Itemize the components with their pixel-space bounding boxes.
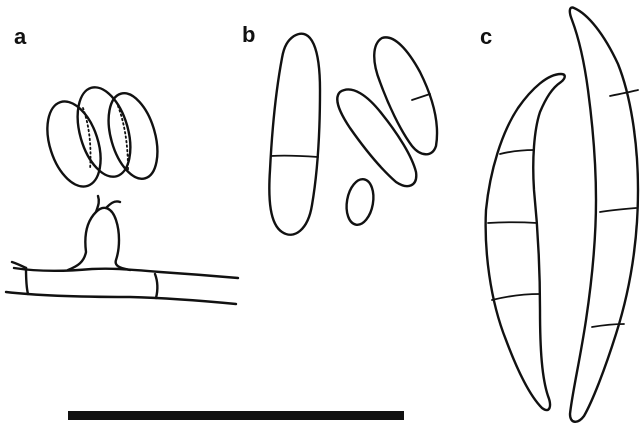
conidium-b-upper-right xyxy=(374,37,437,154)
conidium-b-small xyxy=(343,177,377,227)
conidium-b-middle xyxy=(337,89,416,186)
conidia-cluster xyxy=(38,81,167,193)
conidium-b-large xyxy=(269,34,320,235)
conidium-a2 xyxy=(68,81,139,183)
panel-c-drawing xyxy=(486,8,638,422)
conidiophore xyxy=(68,196,130,270)
panel-b-drawing xyxy=(269,34,437,235)
conidium-c-left xyxy=(486,74,565,410)
panel-label-a: a xyxy=(14,26,26,48)
panel-label-b: b xyxy=(242,24,255,46)
conidium-a1 xyxy=(38,95,111,194)
conidium-a3 xyxy=(100,88,167,185)
panel-label-c: c xyxy=(480,26,492,48)
panel-a-drawing xyxy=(6,81,238,304)
conidium-c-right xyxy=(570,8,638,422)
scale-bar xyxy=(68,411,404,420)
